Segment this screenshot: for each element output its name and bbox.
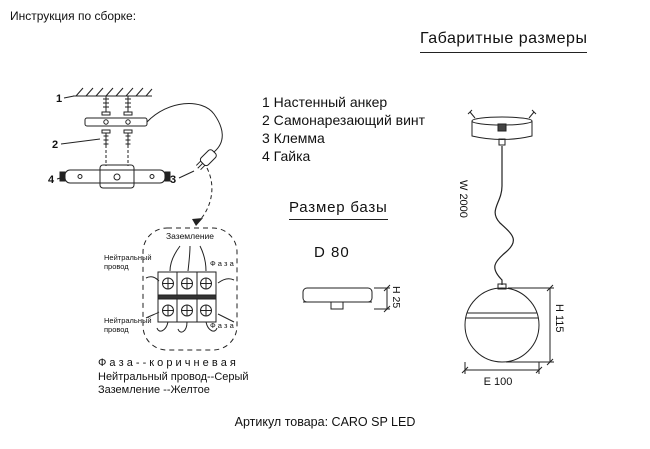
parts-list: 1 Настенный анкер 2 Самонарезающий винт … bbox=[262, 93, 425, 165]
ceiling-cup bbox=[467, 109, 537, 146]
power-cable bbox=[146, 103, 223, 153]
mounting-bracket bbox=[84, 117, 148, 127]
base-diameter-label: D 80 bbox=[314, 244, 350, 261]
base-size-heading: Размер базы bbox=[289, 199, 388, 220]
neutral-label: Нейтральный bbox=[104, 253, 152, 262]
wire-color-legend: Ф а з а - - к о р и ч н е в а я Нейтраль… bbox=[98, 357, 249, 398]
sphere-diameter-label: E 100 bbox=[484, 376, 513, 388]
plug-icon bbox=[195, 149, 217, 171]
detail-arrow bbox=[192, 167, 213, 226]
wire-length-label: W 2000 bbox=[457, 180, 469, 218]
parts-list-item: 4 Гайка bbox=[262, 148, 311, 164]
ceiling-hatch bbox=[73, 87, 153, 97]
callout-4: 4 bbox=[48, 174, 55, 186]
sphere-height-dimension bbox=[506, 284, 554, 366]
base-nub bbox=[330, 301, 344, 310]
base-plate bbox=[59, 164, 171, 189]
terminal-block bbox=[157, 271, 217, 323]
dimensions-heading: Габаритные размеры bbox=[420, 30, 588, 53]
phase-label: Ф а з а bbox=[210, 321, 235, 330]
sphere-width-dimension bbox=[461, 362, 543, 374]
callout-3: 3 bbox=[170, 174, 176, 186]
parts-list-item: 1 Настенный анкер bbox=[262, 94, 388, 110]
legend-phase: Ф а з а - - к о р и ч н е в а я bbox=[98, 357, 236, 369]
callout-2: 2 bbox=[52, 139, 58, 151]
legend-neutral: Нейтральный провод--Серый bbox=[98, 370, 249, 383]
suspension-cord bbox=[494, 145, 515, 285]
phase-label: Ф а з а bbox=[210, 259, 235, 268]
neutral-label: провод bbox=[104, 325, 129, 334]
height-dimension bbox=[374, 284, 391, 313]
glass-sphere bbox=[464, 283, 540, 363]
screw-icon bbox=[101, 129, 133, 166]
neutral-label: Нейтральный bbox=[104, 316, 152, 325]
lower-wires bbox=[156, 321, 218, 333]
assembly-wiring-diagram: 1 2 3 4 Заземление Нейтральный провод Ф … bbox=[48, 87, 238, 351]
sphere-height-label: H 115 bbox=[553, 304, 565, 333]
base-profile-drawing: H 25 bbox=[302, 284, 402, 313]
pendant-lamp-drawing: W 2000 H 115 E 100 bbox=[457, 109, 565, 388]
ground-label: Заземление bbox=[166, 231, 214, 241]
wall-anchor-icon bbox=[101, 96, 133, 116]
article-footer: Артикул товара: CARO SP LED bbox=[234, 415, 416, 429]
base-body bbox=[302, 287, 373, 303]
legend-ground: Заземление --Желтое bbox=[98, 384, 210, 396]
parts-list-item: 3 Клемма bbox=[262, 130, 325, 146]
side-wires bbox=[145, 276, 235, 323]
page-title: Инструкция по сборке: bbox=[10, 9, 137, 23]
parts-list-item: 2 Самонарезающий винт bbox=[262, 112, 426, 128]
ground-wires bbox=[169, 245, 207, 272]
neutral-label: провод bbox=[104, 262, 129, 271]
wiring-bubble bbox=[142, 227, 238, 351]
base-height-label: H 25 bbox=[390, 286, 402, 308]
callout-1: 1 bbox=[56, 93, 62, 105]
